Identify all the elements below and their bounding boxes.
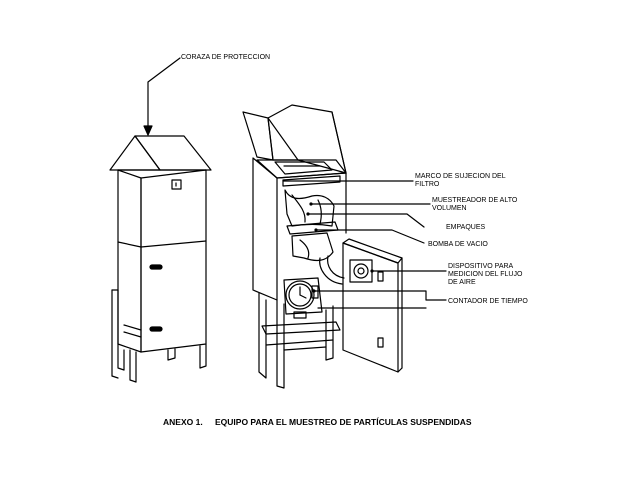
label-empaques: EMPAQUES <box>446 224 485 231</box>
gasket-plate <box>286 221 339 235</box>
shelter-roof-side <box>134 135 212 171</box>
label-marco-line1: MARCO DE SUJECION DEL <box>415 173 506 180</box>
shelter-side-panel <box>140 169 207 353</box>
label-muestreador-line2: VOLUMEN <box>432 205 467 212</box>
air-hose <box>319 257 343 285</box>
caption-title: EQUIPO PARA EL MUESTREO DE PARTÍCULAS SU… <box>215 417 472 427</box>
timer-dial <box>285 280 315 310</box>
caption-number: ANEXO 1. <box>163 417 203 427</box>
lock-icon <box>171 179 182 190</box>
label-bomba: BOMBA DE VACIO <box>428 241 488 248</box>
shelter-roof-front <box>109 135 161 171</box>
contador-leader <box>313 290 447 301</box>
closed-shelter <box>109 135 212 383</box>
bottom-shelf <box>261 321 341 335</box>
handle-top <box>149 264 163 270</box>
shelter-front-panel <box>117 169 142 353</box>
filter-holder <box>274 161 333 175</box>
label-dispositivo-line1: DISPOSITIVO PARA <box>448 263 514 270</box>
coraza-leader-line <box>147 57 181 129</box>
label-coraza: CORAZA DE PROTECCION <box>181 54 270 61</box>
open-shelter <box>242 104 403 389</box>
bomba-leader <box>315 229 425 244</box>
coraza-arrowhead <box>143 125 153 136</box>
lid-top <box>267 104 347 174</box>
label-muestreador-line1: MUESTREADOR DE ALTO <box>432 197 518 204</box>
label-marco-line2: FILTRO <box>415 181 440 188</box>
vacuum-pump <box>291 232 334 262</box>
flow-meter-housing <box>349 259 373 283</box>
door-latch <box>377 337 384 348</box>
label-dispositivo-line2: MEDICION DEL FLUJO <box>448 271 523 278</box>
empaques-leader <box>307 213 425 228</box>
housing-left-panel <box>252 157 278 301</box>
handle-bottom <box>149 326 163 332</box>
flow-meter-gauge <box>353 263 369 279</box>
label-dispositivo-line3: DE AIRE <box>448 279 476 286</box>
label-contador: CONTADOR DE TIEMPO <box>448 298 528 305</box>
timer-box <box>283 277 323 315</box>
